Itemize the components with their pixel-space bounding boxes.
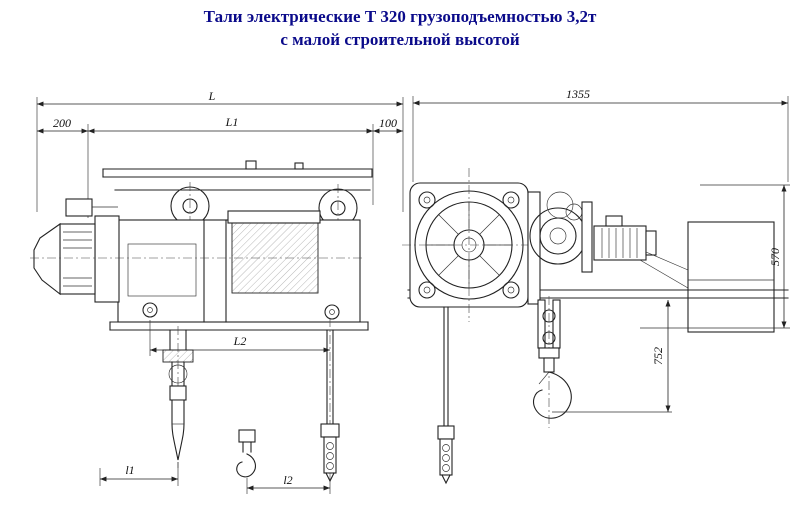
dim-label-trolley-base: L1 — [225, 115, 239, 129]
dimension-l2: l2 — [246, 473, 331, 494]
main-hook-block — [162, 326, 194, 468]
title-line2: с малой строительной высотой — [280, 30, 520, 49]
dimension-hook-spacing: L2 — [149, 320, 330, 356]
beam-fitting-small — [294, 162, 304, 170]
gearbox-panel — [127, 243, 197, 297]
motor-end-cover — [402, 168, 538, 322]
dimension-height: 570 — [640, 184, 790, 329]
hook-curve — [533, 371, 572, 419]
rope-block-end-view — [437, 306, 455, 485]
dimension-row-second: 200 L1 100 — [37, 115, 403, 218]
hook-sheave — [168, 364, 188, 384]
hook-traverse — [538, 347, 560, 359]
motor-cone — [33, 222, 61, 296]
spare-hook — [236, 429, 256, 478]
rope-block — [320, 318, 340, 483]
dim-label-hook-drop: 752 — [651, 347, 665, 365]
dim-label-l1: l1 — [125, 463, 134, 477]
dimension-overall-width: 1355 — [412, 87, 789, 182]
hook-crosshead — [162, 349, 194, 363]
hoist-body — [109, 210, 369, 331]
dim-label-l2: l2 — [283, 473, 292, 487]
end-view: 1355 — [402, 87, 790, 485]
dimension-overall-length: L — [36, 89, 404, 212]
beam-fitting — [245, 160, 257, 170]
drawing-title: Тали электрические Т 320 грузоподъемност… — [0, 5, 800, 51]
dim-label-right-offset: 100 — [379, 116, 397, 130]
dim-label-overall-length: L — [208, 89, 216, 103]
dim-label-overall-width: 1355 — [566, 87, 590, 101]
side-view: L 200 L1 100 — [30, 89, 404, 494]
brake-motor — [593, 215, 689, 289]
trolley-beam — [102, 160, 373, 191]
hook-profile — [171, 399, 185, 461]
dim-label-left-offset: 200 — [53, 116, 71, 130]
counterweight-box — [687, 221, 775, 333]
junction-box — [65, 198, 93, 217]
dim-label-hook-spacing: L2 — [233, 334, 247, 348]
title-line1: Тали электрические Т 320 грузоподъемност… — [203, 7, 597, 26]
motor — [30, 198, 364, 303]
dim-label-height: 570 — [768, 248, 782, 266]
gear-assembly — [527, 191, 593, 305]
motor-body — [59, 223, 96, 295]
hook-assembly — [533, 296, 572, 428]
dimension-hook-drop: 752 — [552, 300, 672, 413]
spare-hook-curve — [236, 453, 256, 478]
dimension-l1: l1 — [99, 462, 179, 486]
